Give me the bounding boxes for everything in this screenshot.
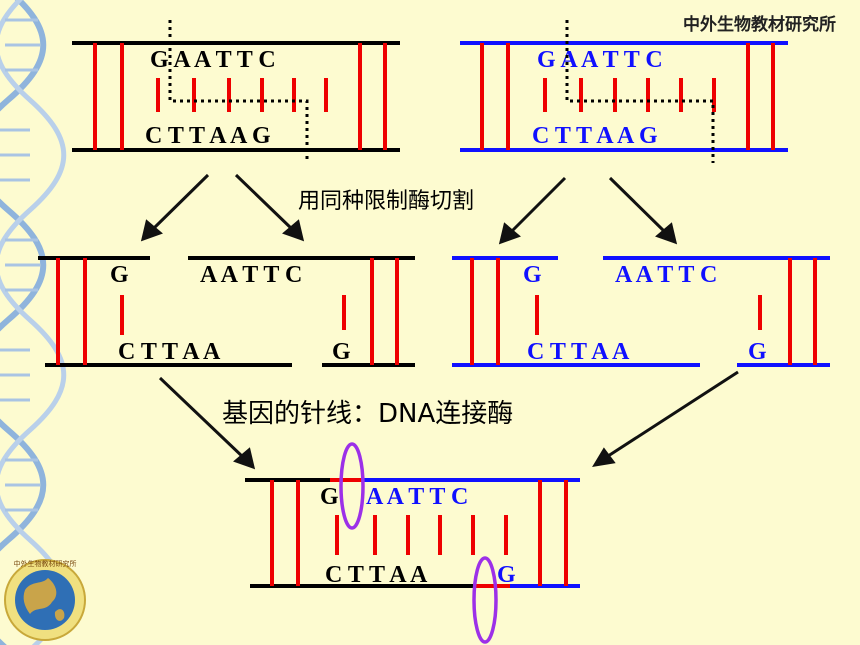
seq-bottom: C T T A A G bbox=[145, 123, 271, 149]
fragment-blue-right: A A T T C G bbox=[603, 256, 830, 367]
logo-ring-text: 中外生物教材研究所 bbox=[14, 559, 77, 568]
seq-top-right: A A T T C bbox=[366, 484, 468, 510]
fragment-black-right: A A T T C G bbox=[188, 256, 415, 367]
seq-top: G A A T T C bbox=[537, 47, 663, 73]
seq-bottom: C T T A A G bbox=[532, 123, 658, 149]
ligase-caption: 基因的针线：DNA连接酶 bbox=[222, 399, 513, 429]
seq-bottom: G bbox=[748, 339, 767, 365]
arrow-head-icon bbox=[140, 219, 163, 242]
institute-logo: 中外生物教材研究所 bbox=[4, 559, 86, 641]
arrow-head-icon bbox=[498, 222, 521, 245]
seq-top-left: G bbox=[320, 484, 339, 510]
arrow-head-icon bbox=[655, 222, 678, 245]
seq-top: A A T T C bbox=[200, 262, 302, 288]
cut-line bbox=[565, 20, 715, 163]
seq-bottom-left: C T T A A bbox=[325, 562, 428, 588]
seq-bottom: C T T A A bbox=[527, 339, 630, 365]
ligation-highlight-top bbox=[339, 442, 365, 530]
cut-line bbox=[168, 20, 309, 163]
dna-top-left: G A A T T C C T T A A G bbox=[72, 20, 400, 163]
dna-top-right: G A A T T C C T T A A G bbox=[460, 20, 788, 163]
seq-top: G bbox=[523, 262, 542, 288]
institute-name: 中外生物教材研究所 bbox=[683, 14, 836, 35]
arrow-head-icon bbox=[233, 447, 256, 470]
seq-top: G A A T T C bbox=[150, 47, 276, 73]
fragment-black-left: G C T T A A bbox=[38, 256, 292, 367]
dna-recombinant: G A A T T C C T T A A G bbox=[245, 442, 580, 644]
seq-bottom: C T T A A bbox=[118, 339, 221, 365]
seq-bottom-right: G bbox=[497, 562, 516, 588]
fragment-blue-left: G C T T A A bbox=[452, 256, 700, 367]
seq-top: A A T T C bbox=[615, 262, 717, 288]
ligation-highlight-bottom bbox=[472, 556, 498, 644]
seq-bottom: G bbox=[332, 339, 351, 365]
seq-top: G bbox=[110, 262, 129, 288]
ligation-arrows bbox=[158, 370, 739, 470]
arrow-head-icon bbox=[282, 219, 305, 242]
helix-decoration bbox=[0, 0, 67, 645]
cut-arrows bbox=[140, 173, 678, 245]
cut-caption: 用同种限制酶切割 bbox=[298, 189, 474, 214]
arrow-head-icon bbox=[592, 447, 616, 468]
